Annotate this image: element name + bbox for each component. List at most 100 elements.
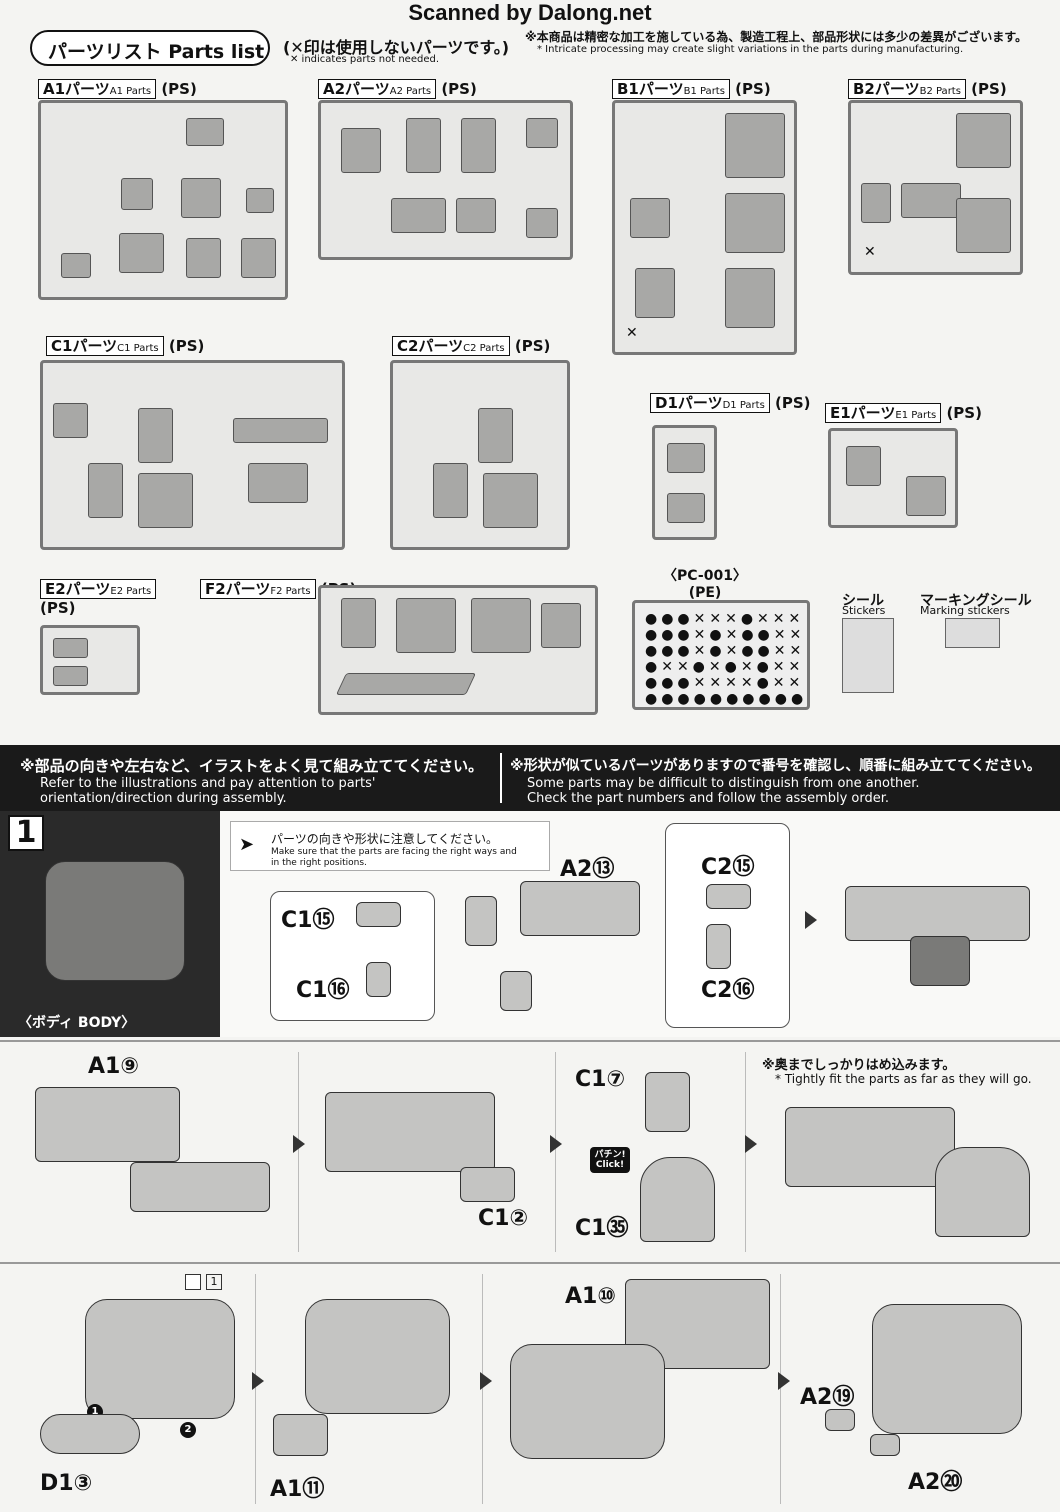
part-b2-28	[956, 113, 1011, 168]
banner-right-jp: ※形状が似ているパーツがありますので番号を確認し、順番に組み立ててください。	[510, 758, 1041, 774]
part-a1-12b	[241, 238, 276, 278]
part-c1-16-illustration	[366, 962, 391, 997]
banner-divider	[500, 753, 502, 803]
runner-f2-label: F2パーツF2 Parts (PS)	[200, 578, 356, 599]
part-c2-15-illustration	[706, 884, 751, 909]
runner-d1-frame	[652, 425, 717, 540]
combined-frame-illustration	[325, 1092, 495, 1172]
part-a1-9-illustration	[35, 1087, 180, 1162]
part-f2-2	[471, 598, 531, 653]
body-preview-illustration	[45, 861, 185, 981]
joint-illustration-left	[465, 896, 497, 946]
step-arrow	[480, 1372, 492, 1390]
runner-e2-frame	[40, 625, 140, 695]
label-c2-15: C2⑮	[701, 855, 755, 880]
runner-b2-frame	[848, 100, 1023, 275]
part-a2-13	[341, 128, 381, 173]
step-arrow	[293, 1135, 305, 1153]
sticker-number: 1	[206, 1274, 222, 1290]
part-c2-16-illustration	[706, 924, 731, 969]
step-marker-2: 2	[180, 1422, 196, 1438]
part-a1-11	[246, 188, 274, 213]
label-a2-20: A2⑳	[908, 1470, 963, 1495]
part-b2-19	[956, 198, 1011, 253]
runner-b1-frame	[612, 100, 797, 355]
part-c1-22	[88, 463, 123, 518]
banner-left-en2: orientation/direction during assembly.	[40, 791, 287, 806]
runner-b2-label: B2パーツB2 Parts (PS)	[848, 78, 1007, 99]
tip-jp: パーツの向きや形状に注意してください。	[271, 832, 499, 846]
part-a1-5	[61, 253, 91, 278]
part-f2-5	[341, 598, 376, 648]
banner-right-en2: Check the part numbers and follow the as…	[527, 791, 890, 806]
step-arrow	[745, 1135, 757, 1153]
step-arrow	[252, 1372, 264, 1390]
part-e1-6	[846, 446, 881, 486]
part-a2-15a	[406, 118, 441, 173]
stickers-label-en: Stickers	[842, 604, 886, 617]
runner-a1-frame	[38, 100, 288, 300]
assembly-notice-banner: ※部品の向きや左右など、イラストをよく見て組み立ててください。 Refer to…	[0, 745, 1060, 811]
runner-a2-label: A2パーツA2 Parts (PS)	[318, 78, 477, 99]
label-c2-16: C2⑯	[701, 978, 755, 1003]
banner-right-en1: Some parts may be difficult to distingui…	[527, 776, 920, 791]
label-c1-15: C1⑮	[281, 908, 335, 933]
label-a1-9: A1⑨	[88, 1054, 139, 1079]
part-a1-12a	[186, 238, 221, 278]
pc-runner-frame: ●●●✕✕✕●✕✕✕●●●✕●✕●●✕✕●●●✕●✕●●✕✕●✕✕●✕●✕●✕✕…	[632, 600, 810, 710]
part-c1-7-illustration	[645, 1072, 690, 1132]
step-number: 1	[8, 815, 44, 851]
step-arrow	[778, 1372, 790, 1390]
label-c1-16: C1⑯	[296, 978, 350, 1003]
part-a2-16	[391, 198, 446, 233]
part-b1-17	[725, 268, 775, 328]
part-a2-15b	[461, 118, 496, 173]
sticker-icon	[185, 1274, 201, 1290]
watermark-text: Scanned by Dalong.net	[408, 0, 652, 25]
label-c1-35: C1㉟	[575, 1216, 629, 1241]
part-b2-13	[901, 183, 961, 218]
marking-label-jp: マーキングシール	[920, 593, 1032, 609]
part-a2-20-illustration	[870, 1434, 900, 1456]
banner-left-jp: ※部品の向きや左右など、イラストをよく見て組み立ててください。	[20, 757, 484, 775]
label-c1-2: C1②	[478, 1206, 529, 1231]
part-e2-6	[53, 666, 88, 686]
runner-c1-frame	[40, 360, 345, 550]
not-used-note-jp: (✕印は使用しないパーツです。)	[283, 38, 510, 57]
part-c1-19	[53, 403, 88, 438]
not-used-mark: ✕	[864, 244, 876, 260]
part-c2-14	[483, 473, 538, 528]
not-used-note-en: ✕ indicates parts not needed.	[290, 54, 440, 65]
part-e1-3	[906, 476, 946, 516]
part-d1-3-illustration	[40, 1414, 140, 1454]
runner-b1-label: B1パーツB1 Parts (PS)	[612, 78, 771, 99]
tip-en2: in the right positions.	[271, 858, 367, 868]
frame-piece-illustration	[130, 1162, 270, 1212]
sub-step-row-3: 1 1 2 D1③ A1⑪ A1⑩ A2⑲ A2⑳	[0, 1262, 1060, 1512]
runner-e1-label: E1パーツE1 Parts (PS)	[825, 402, 982, 423]
part-a1-6	[121, 178, 153, 210]
label-a2-13: A2⑬	[560, 857, 615, 882]
part-a2-21	[526, 208, 558, 238]
part-b1-5	[630, 198, 670, 238]
part-c1-15-illustration	[356, 902, 401, 927]
part-c1-14	[138, 473, 193, 528]
part-f2-7	[335, 673, 477, 695]
step-arrow	[805, 911, 817, 929]
part-c1-18	[138, 408, 173, 463]
part-c2-22	[433, 463, 468, 518]
part-a1-10	[181, 178, 221, 218]
sticker-sheet	[842, 618, 894, 693]
body-shell-illustration-3	[510, 1344, 665, 1459]
part-a1-9	[186, 118, 224, 146]
part-a2-18	[526, 118, 558, 148]
step-1-area: ➤ パーツの向きや形状に注意してください。 Make sure that the…	[220, 811, 1060, 1037]
runner-c2-frame	[390, 360, 570, 550]
joint-illustration-right	[500, 971, 532, 1011]
banner-left-en1: Refer to the illustrations and pay atten…	[40, 776, 376, 791]
body-section-label: 〈ボディ BODY〉	[18, 1015, 136, 1031]
part-b1-22	[725, 113, 785, 178]
body-final-illustration	[872, 1304, 1022, 1434]
part-b1-12	[635, 268, 675, 318]
runner-a2-frame	[318, 100, 573, 260]
